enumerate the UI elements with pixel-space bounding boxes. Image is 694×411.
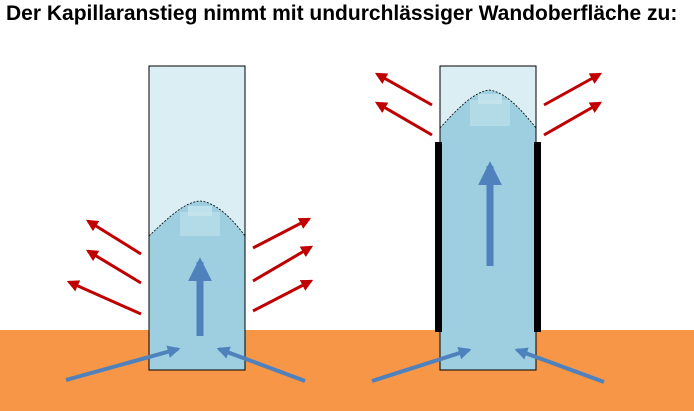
red-arrow [374,101,433,137]
right-column [435,65,541,371]
blue-arrow [514,347,605,384]
impermeable-layer-left [435,142,442,332]
left-evaporation-arrows-right [252,217,314,313]
right-evaporation-arrows-left [374,72,433,137]
left-meniscus-line [148,200,246,237]
red-arrow [252,245,314,283]
red-arrow [252,217,312,250]
red-arrow [85,219,142,256]
right-meniscus-block [470,100,510,126]
red-arrow [66,280,142,316]
left-evaporation-arrows-left [66,219,142,316]
right-inflow-arrows [371,347,605,384]
blue-arrow [371,347,472,383]
right-meniscus-block [478,94,502,104]
red-arrow [374,72,433,107]
impermeable-layer-right [534,142,541,332]
red-arrow [85,249,142,285]
left-column [148,65,246,371]
red-arrow [543,101,603,137]
left-meniscus-block [188,206,212,216]
left-inflow-arrows [65,345,306,383]
red-arrow [543,72,603,107]
blue-arrow [216,346,306,383]
blue-arrow [65,345,181,382]
red-arrow [252,279,314,313]
right-evaporation-arrows-right [543,72,603,137]
left-column-outline [148,65,246,371]
diagram-title: Der Kapillaranstieg nimmt mit undurchläs… [6,2,678,25]
right-meniscus-line [439,89,537,129]
